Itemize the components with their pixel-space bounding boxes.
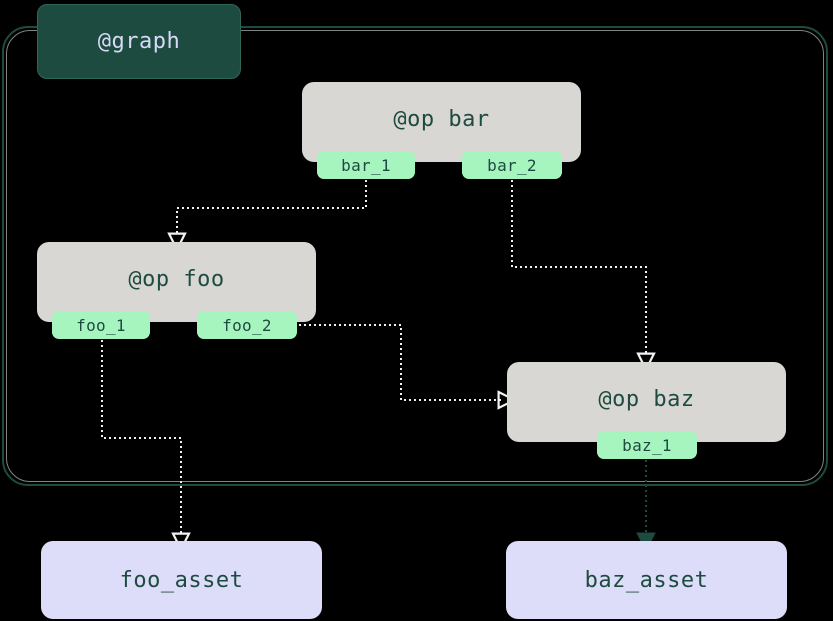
port-foo-2-label: foo_2 — [222, 315, 272, 335]
port-baz-1[interactable]: baz_1 — [597, 431, 697, 459]
asset-node-baz-asset-label: baz_asset — [584, 567, 709, 593]
op-node-bar-label: @op bar — [393, 106, 490, 132]
op-node-bar[interactable]: @op bar — [302, 82, 581, 162]
op-node-baz-label: @op baz — [598, 386, 695, 412]
subgraph-container-border — [2, 26, 828, 486]
subgraph-title-label: @graph — [97, 29, 181, 54]
port-baz-1-label: baz_1 — [622, 435, 672, 455]
asset-node-foo-asset-label: foo_asset — [119, 567, 244, 593]
subgraph-title-chip[interactable]: @graph — [37, 4, 241, 79]
port-foo-1[interactable]: foo_1 — [52, 311, 150, 339]
port-bar-2-label: bar_2 — [487, 155, 537, 175]
op-node-foo[interactable]: @op foo — [37, 242, 316, 322]
asset-node-baz-asset[interactable]: baz_asset — [506, 541, 787, 619]
op-node-baz[interactable]: @op baz — [507, 362, 786, 442]
port-bar-1[interactable]: bar_1 — [317, 151, 415, 179]
port-foo-2[interactable]: foo_2 — [197, 311, 297, 339]
port-bar-2[interactable]: bar_2 — [462, 151, 562, 179]
asset-node-foo-asset[interactable]: foo_asset — [41, 541, 322, 619]
subgraph-container-highlight — [6, 30, 824, 482]
op-node-foo-label: @op foo — [128, 266, 225, 292]
port-bar-1-label: bar_1 — [341, 155, 391, 175]
port-foo-1-label: foo_1 — [76, 315, 126, 335]
